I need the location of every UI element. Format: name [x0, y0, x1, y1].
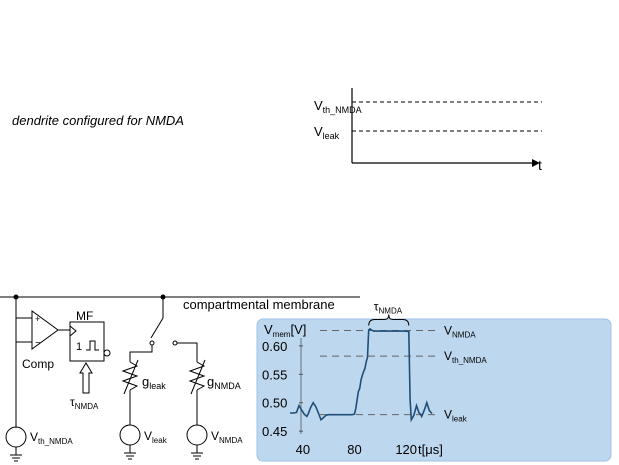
- x-tick-label: 120: [395, 442, 417, 457]
- reference-label-nmda: VNMDA: [444, 324, 476, 340]
- gleak-label: gleak: [142, 374, 166, 391]
- vleak-source-label: Vleak: [144, 429, 168, 445]
- vnmda-source-label: VNMDA: [211, 429, 243, 445]
- y-tick-label: 0.55: [262, 367, 287, 382]
- chart-xlabel: t[μs]: [418, 442, 443, 457]
- y-tick-label: 0.50: [262, 396, 287, 411]
- comp-minus-sign: −: [35, 338, 41, 349]
- vleak-source: [119, 424, 141, 446]
- switch-contact-leak: [149, 340, 155, 346]
- vth-source-label: Vth_NMDA: [30, 430, 73, 446]
- vth-source: [5, 426, 27, 448]
- chart-tau-label: τNMDA: [374, 300, 403, 316]
- reference-label-leak: Vleak: [444, 408, 468, 424]
- gleak-resistor: [121, 361, 139, 391]
- gnmda-variable-arrow: [190, 359, 206, 395]
- switch-blade: [150, 317, 164, 339]
- vleak-label: Vleak: [314, 124, 340, 141]
- circuit-schematic: [0, 294, 360, 462]
- gnmda-label: gNMDA: [207, 374, 241, 391]
- x-axis-arrowhead: [532, 159, 540, 167]
- mf-label: MF: [76, 309, 93, 323]
- comparator: [31, 310, 59, 350]
- circuit-labels: compartmental membrane MF 1 + − Comp τNM…: [22, 297, 335, 446]
- vmem-chart: VNMDA Vth_NMDA Vleak 0.60 0.55 0.50 0.45 40 80 1…: [256, 300, 612, 462]
- gnmda-wire-top: [177, 342, 198, 362]
- tau-label: τNMDA: [70, 395, 99, 411]
- diagram-caption: dendrite configured for NMDA: [12, 113, 184, 128]
- time-axis-label: t: [538, 157, 542, 173]
- mf-clock-mark: [69, 325, 77, 337]
- threshold-graph: Vth_NMDA Vleak t: [314, 88, 542, 173]
- vmem-trace: [290, 327, 433, 423]
- mf-inverted-output: [103, 349, 111, 357]
- mf-box: [69, 321, 105, 362]
- vth-label: Vth_NMDA: [314, 98, 362, 115]
- gleak-variable-arrow: [123, 359, 139, 395]
- gleak-wire-top: [129, 345, 153, 362]
- chart-panel: [256, 318, 612, 462]
- vnmda-source: [186, 424, 208, 446]
- comp-plus-sign: +: [35, 314, 40, 324]
- y-tick-label: 0.45: [262, 424, 287, 439]
- y-tick-label: 0.60: [262, 339, 287, 354]
- pulse-icon: [86, 340, 99, 351]
- chart-ylabel: Vmem[V]: [264, 322, 306, 339]
- reference-label-th-nmda: Vth_NMDA: [444, 349, 487, 365]
- mf-pulse-label: 1: [76, 341, 82, 353]
- tau-input-arrow: [79, 362, 93, 394]
- comp-label: Comp: [22, 357, 54, 371]
- membrane-label: compartmental membrane: [183, 297, 335, 312]
- switch-contact-nmda: [172, 340, 178, 346]
- x-tick-label: 40: [296, 442, 310, 457]
- x-tick-label: 80: [347, 442, 361, 457]
- gnmda-resistor: [188, 361, 206, 391]
